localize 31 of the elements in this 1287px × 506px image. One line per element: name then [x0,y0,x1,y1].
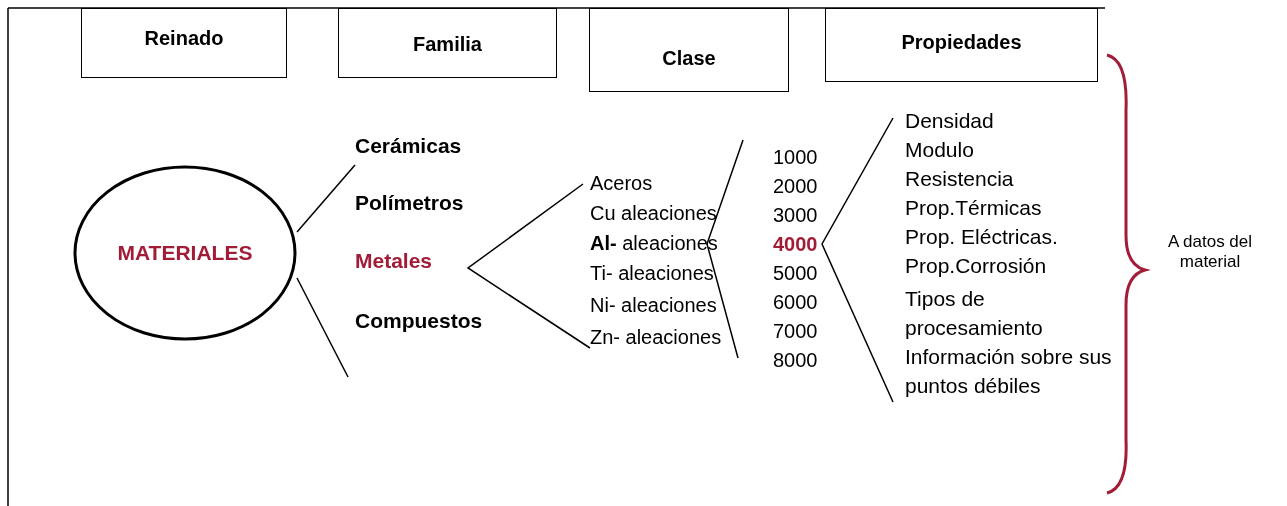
class-number: 1000 [773,147,818,167]
property-item: Modulo [905,139,974,160]
alloy-name: Ni- aleaciones [590,295,717,315]
alloy-name: Zn- aleaciones [590,327,722,347]
property-item: Tipos de procesamiento [905,286,1044,341]
class-number: 4000 [773,234,818,254]
class-number: 8000 [773,350,818,370]
column-header: Familia [338,8,557,78]
property-item: Prop. Eléctricas. [905,226,1058,247]
property-item: Densidad [905,110,994,131]
class-number: 2000 [773,176,818,196]
property-item: Prop.Térmicas [905,197,1042,218]
family-name: Compuestos [355,310,483,331]
alloy-name: Ti- aleaciones [590,263,714,283]
property-item: Resistencia [905,168,1014,189]
class-number: 7000 [773,321,818,341]
side-note: A datos del material [1166,232,1254,272]
class-number: 6000 [773,292,818,312]
class-number: 5000 [773,263,818,283]
column-header: Propiedades [825,8,1098,82]
alloy-name: Aceros [590,173,653,193]
category-title: MATERIALES [116,241,254,265]
family-name: Polímetros [355,192,464,213]
column-header: Reinado [81,8,287,78]
class-number: 3000 [773,205,818,225]
alloy-name: Cu aleaciones [590,203,717,223]
property-item: Prop.Corrosión [905,255,1047,276]
property-item: Información sobre sus puntos débiles [905,344,1113,399]
family-name: Metales [355,250,433,271]
column-header: Clase [589,8,789,92]
family-name: Cerámicas [355,135,462,156]
